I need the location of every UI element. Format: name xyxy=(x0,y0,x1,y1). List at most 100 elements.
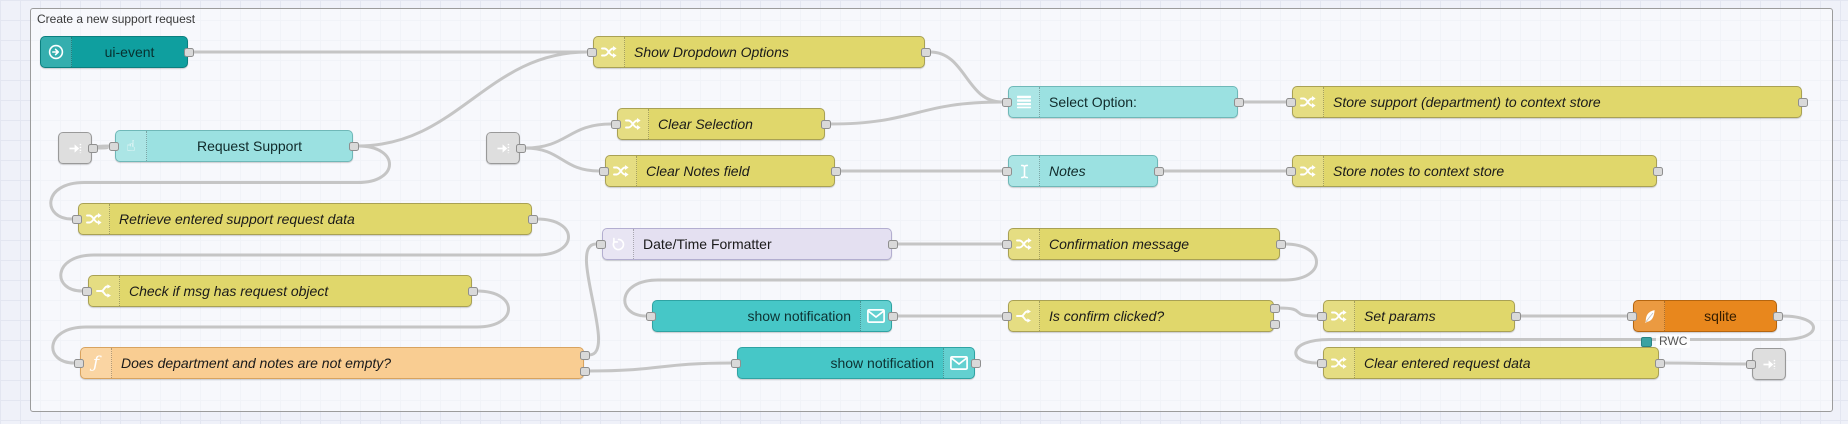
in-port-store-notes[interactable] xyxy=(1286,166,1296,176)
out-port-datetime[interactable] xyxy=(888,239,898,249)
in-port-does-empty[interactable] xyxy=(74,358,84,368)
out-port-set-params[interactable] xyxy=(1511,311,1521,321)
fork-icon xyxy=(89,276,120,306)
node-clear-notes[interactable]: Clear Notes field xyxy=(605,155,835,187)
out-port-does-empty[interactable] xyxy=(580,366,590,376)
sqlite-status-badge: RWC xyxy=(1641,335,1691,348)
shuffle-icon xyxy=(606,156,637,186)
in-port-link-out[interactable] xyxy=(1746,359,1756,369)
out-port-is-confirm[interactable] xyxy=(1270,303,1280,313)
node-link-in-b[interactable] xyxy=(486,132,520,164)
node-label: show notification xyxy=(747,308,851,324)
node-check-request[interactable]: Check if msg has request object xyxy=(88,275,472,307)
out-port-clear-notes[interactable] xyxy=(831,166,841,176)
node-request-support[interactable]: ☝Request Support xyxy=(115,130,353,162)
node-link-in-a[interactable] xyxy=(58,132,92,164)
in-port-datetime[interactable] xyxy=(596,239,606,249)
out-port-clear-selection[interactable] xyxy=(821,119,831,129)
node-label: Clear Notes field xyxy=(646,163,750,179)
link-icon xyxy=(488,133,518,163)
out-port-confirmation[interactable] xyxy=(1276,239,1286,249)
arrow-circle-icon xyxy=(41,37,72,67)
in-port-notif2[interactable] xyxy=(731,358,741,368)
node-label: Is confirm clicked? xyxy=(1049,308,1165,324)
node-is-confirm[interactable]: Is confirm clicked? xyxy=(1008,300,1274,332)
in-port-show-dropdown[interactable] xyxy=(587,47,597,57)
node-label: Clear entered request data xyxy=(1364,355,1531,371)
node-store-notes[interactable]: Store notes to context store xyxy=(1292,155,1657,187)
node-ui-event[interactable]: ui-event xyxy=(40,36,188,68)
in-port-retrieve[interactable] xyxy=(72,214,82,224)
node-clear-entered[interactable]: Clear entered request data xyxy=(1323,347,1659,379)
node-show-dropdown[interactable]: Show Dropdown Options xyxy=(593,36,925,68)
in-port-sqlite[interactable] xyxy=(1627,311,1637,321)
node-label: Notes xyxy=(1049,163,1086,179)
status-dot-icon xyxy=(1641,336,1652,347)
node-label: Select Option: xyxy=(1049,94,1137,110)
node-retrieve[interactable]: Retrieve entered support request data xyxy=(78,203,532,235)
out-port-link-in-b[interactable] xyxy=(516,143,526,153)
out-port-clear-entered[interactable] xyxy=(1655,358,1665,368)
node-label: Check if msg has request object xyxy=(129,283,329,299)
shuffle-icon xyxy=(1324,348,1355,378)
in-port-request-support[interactable] xyxy=(109,141,119,151)
out-port-ui-event[interactable] xyxy=(184,47,194,57)
shuffle-icon xyxy=(594,37,625,67)
out-port-store-support[interactable] xyxy=(1798,97,1808,107)
node-confirmation[interactable]: Confirmation message xyxy=(1008,228,1280,260)
node-set-params[interactable]: Set params xyxy=(1323,300,1515,332)
shuffle-icon xyxy=(1009,229,1040,259)
node-store-support[interactable]: Store support (department) to context st… xyxy=(1292,86,1802,118)
in-port-set-params[interactable] xyxy=(1317,311,1327,321)
node-notif2[interactable]: show notification xyxy=(737,347,975,379)
node-label: sqlite xyxy=(1704,308,1737,324)
in-port-is-confirm[interactable] xyxy=(1002,311,1012,321)
node-link-out[interactable] xyxy=(1752,348,1786,380)
in-port-clear-selection[interactable] xyxy=(611,119,621,129)
in-port-notif1[interactable] xyxy=(646,311,656,321)
shuffle-icon xyxy=(618,109,649,139)
node-label: Set params xyxy=(1364,308,1436,324)
in-port-clear-entered[interactable] xyxy=(1317,358,1327,368)
node-notif1[interactable]: show notification xyxy=(652,300,892,332)
node-label: Clear Selection xyxy=(658,116,753,132)
in-port-confirmation[interactable] xyxy=(1002,239,1012,249)
out-port-show-dropdown[interactable] xyxy=(921,47,931,57)
out-port-check-request[interactable] xyxy=(468,286,478,296)
out-port-request-support[interactable] xyxy=(349,141,359,151)
shuffle-icon xyxy=(1293,156,1324,186)
node-does-empty[interactable]: ƒ Does department and notes are not empty… xyxy=(80,347,584,379)
node-datetime[interactable]: Date/Time Formatter xyxy=(602,228,892,260)
out-port-notif2[interactable] xyxy=(971,358,981,368)
out-port-link-in-a[interactable] xyxy=(88,143,98,153)
node-label: Store notes to context store xyxy=(1333,163,1505,179)
group-label: Create a new support request xyxy=(37,12,196,26)
node-select-option[interactable]: Select Option: xyxy=(1008,86,1238,118)
out-port-store-notes[interactable] xyxy=(1653,166,1663,176)
in-port-clear-notes[interactable] xyxy=(599,166,609,176)
menu-icon xyxy=(1009,87,1040,117)
in-port-check-request[interactable] xyxy=(82,286,92,296)
node-sqlite[interactable]: sqlite xyxy=(1633,300,1777,332)
out-port-notif1[interactable] xyxy=(888,311,898,321)
in-port-store-support[interactable] xyxy=(1286,97,1296,107)
in-port-notes[interactable] xyxy=(1002,166,1012,176)
out-port-does-empty[interactable] xyxy=(580,350,590,360)
out-port-select-option[interactable] xyxy=(1234,97,1244,107)
out-port-notes[interactable] xyxy=(1154,166,1164,176)
node-label: ui-event xyxy=(104,44,155,60)
node-notes[interactable]: Notes xyxy=(1008,155,1158,187)
status-text: RWC xyxy=(1656,335,1691,348)
node-clear-selection[interactable]: Clear Selection xyxy=(617,108,825,140)
node-label: Does department and notes are not empty? xyxy=(121,355,392,371)
hand-icon: ☝ xyxy=(116,131,147,161)
shuffle-icon xyxy=(1293,87,1324,117)
link-icon xyxy=(60,133,90,163)
function-icon: ƒ xyxy=(81,348,112,378)
out-port-is-confirm[interactable] xyxy=(1270,319,1280,329)
in-port-select-option[interactable] xyxy=(1002,97,1012,107)
out-port-retrieve[interactable] xyxy=(528,214,538,224)
envelope-icon xyxy=(943,348,974,378)
out-port-sqlite[interactable] xyxy=(1773,311,1783,321)
